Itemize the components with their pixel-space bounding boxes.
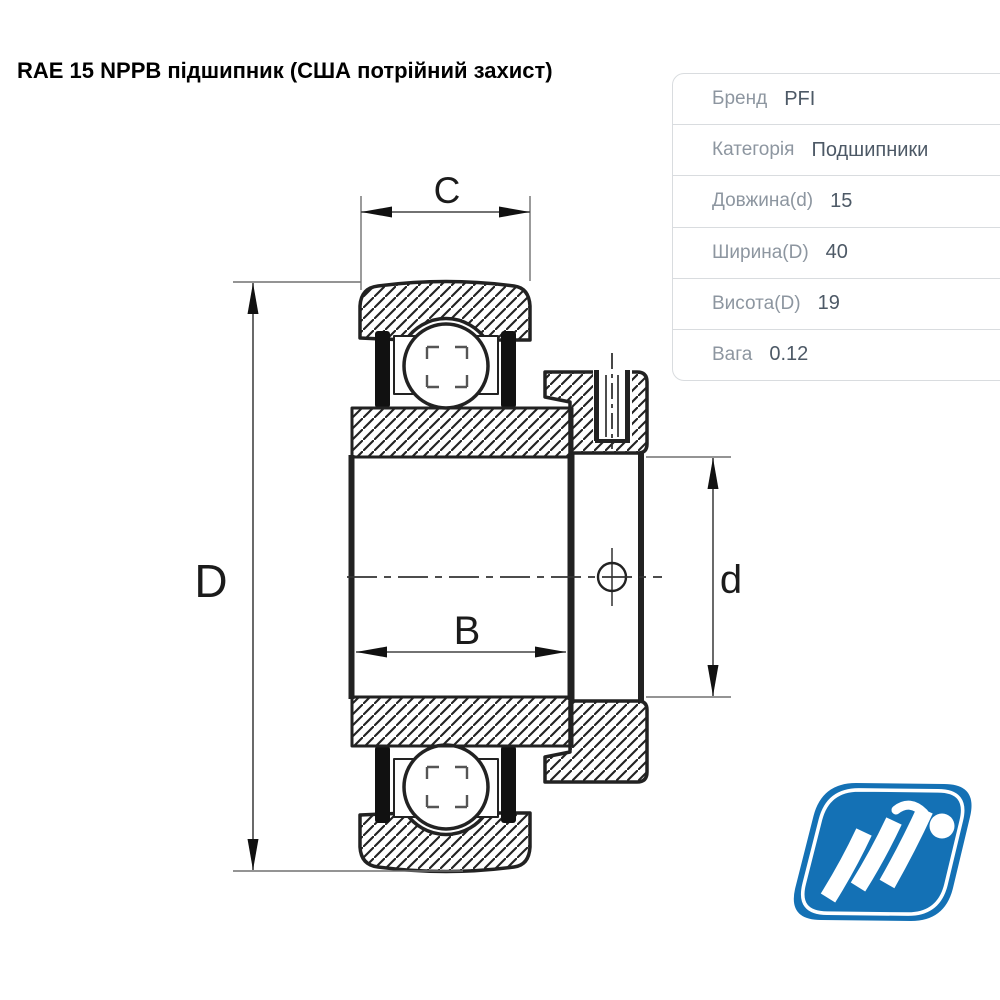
bearing-section-bottom <box>350 695 649 874</box>
bore-and-sleeve <box>348 453 644 701</box>
spec-value: PFI <box>784 87 816 110</box>
seal <box>501 746 516 823</box>
pfi-letter-stroke <box>850 817 902 892</box>
pfi-letter-i-dot <box>929 813 955 839</box>
page-title: RAE 15 NPPB підшипник (США потрійний зах… <box>17 58 553 83</box>
dim-label-b: B <box>454 609 481 653</box>
spec-label: Висота(D) <box>712 292 801 314</box>
pfi-logo-inner-outline <box>801 788 965 916</box>
ball <box>402 743 490 831</box>
arrowhead <box>535 646 566 658</box>
seal <box>375 746 390 823</box>
dim-label-c: C <box>434 170 461 211</box>
inner-ring-bottom <box>350 695 574 748</box>
ball <box>402 322 490 410</box>
dimensions: C D B d <box>194 170 742 872</box>
pfi-letter-stroke <box>820 828 872 903</box>
spec-value: 15 <box>830 189 853 212</box>
spec-row-category: Категорія Подшипники <box>673 125 1000 177</box>
spec-value: 0.12 <box>769 343 809 366</box>
outer-ring-top <box>358 279 532 342</box>
arrowhead <box>707 458 719 489</box>
outer-ring-bottom <box>358 811 532 874</box>
seal <box>501 331 516 408</box>
spec-value: 40 <box>825 241 848 264</box>
spec-table: Бренд PFI Категорія Подшипники Довжина(d… <box>672 73 1000 381</box>
dim-label-bore: d <box>720 558 742 602</box>
arrowhead <box>247 283 259 314</box>
spec-row-weight: Вага 0.12 <box>673 330 1000 380</box>
spec-label: Вага <box>712 343 753 365</box>
spec-label: Категорія <box>712 139 795 161</box>
bearing-section-top <box>350 279 649 459</box>
arrowhead <box>247 839 259 870</box>
pfi-letter-f-hook <box>891 800 929 818</box>
arrowhead <box>707 665 719 696</box>
spec-value: Подшипники <box>811 138 929 161</box>
pfi-logo <box>793 783 972 921</box>
pfi-letter-stroke <box>879 806 933 889</box>
spec-label: Ширина(D) <box>712 241 809 263</box>
spec-label: Довжина(d) <box>712 190 814 212</box>
inner-ring-top <box>350 406 574 459</box>
arrowhead <box>499 206 530 218</box>
spec-row-height: Висота(D) 19 <box>673 279 1000 330</box>
dim-label-d: D <box>194 555 227 607</box>
spec-value: 19 <box>817 292 840 315</box>
centerlines <box>347 353 662 578</box>
arrowhead <box>356 646 387 658</box>
spec-row-brand: Бренд PFI <box>673 74 1000 126</box>
arrowhead <box>361 206 392 218</box>
spec-row-length: Довжина(d) 15 <box>673 176 1000 228</box>
seal <box>375 331 390 408</box>
spec-label: Бренд <box>712 88 768 110</box>
spec-row-width: Ширина(D) 40 <box>673 228 1000 279</box>
